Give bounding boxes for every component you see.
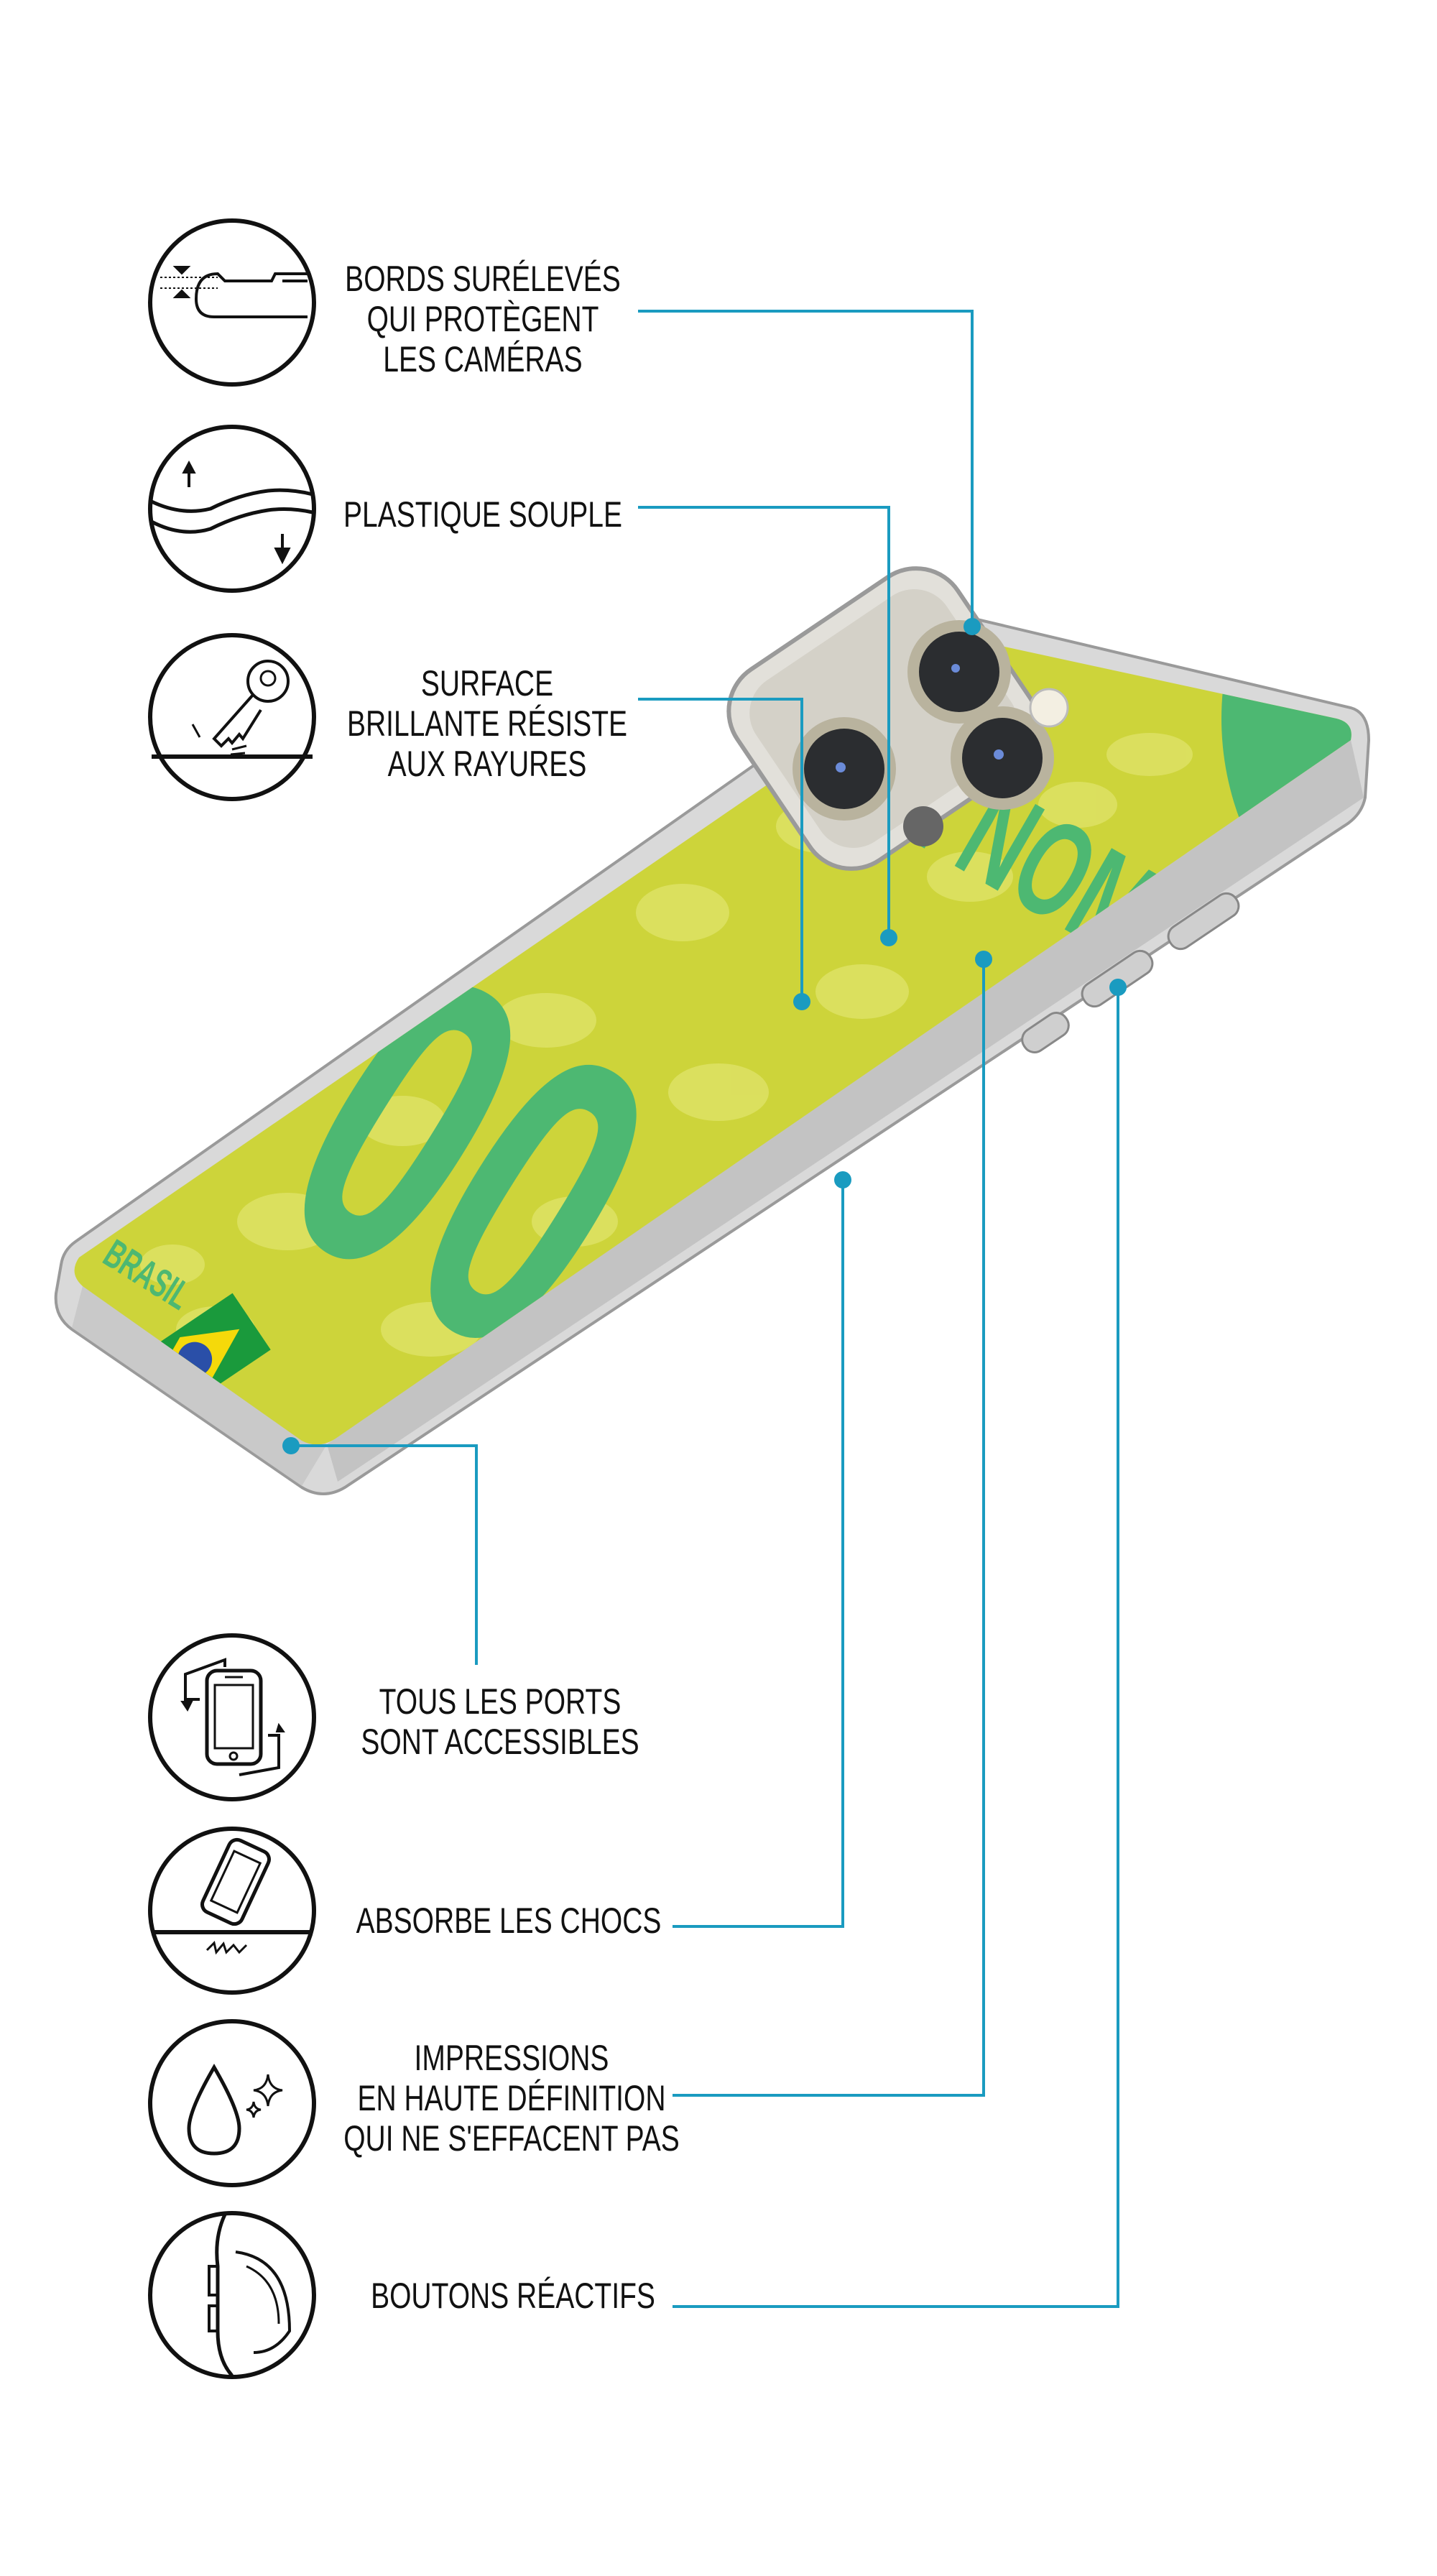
label-line: BOUTONS RÉACTIFS (371, 2276, 655, 2316)
feature-label-buttons: BOUTONS RÉACTIFS (345, 2276, 681, 2316)
feature-label-ports: TOUS LES PORTS SONT ACCESSIBLES (332, 1681, 668, 1762)
camera-lens (951, 706, 1054, 810)
callout-line-raised-edges (638, 310, 974, 627)
green-stripe (1221, 642, 1351, 1006)
raised-edges-icon (148, 218, 316, 387)
callout-dot (964, 618, 981, 635)
label-line: EN HAUTE DÉFINITION (357, 2078, 666, 2118)
label-line: BORDS SURÉLEVÉS (345, 259, 621, 299)
side-button (1167, 892, 1240, 951)
label-line: QUI PROTÈGENT (366, 299, 599, 339)
label-line: QUI NE S'EFFACENT PAS (343, 2118, 680, 2159)
label-line: PLASTIQUE SOUPLE (343, 494, 622, 535)
label-line: LES CAMÉRAS (383, 339, 583, 379)
water-drop-sparkle-icon (148, 2019, 316, 2187)
label-line: IMPRESSIONS (414, 2038, 609, 2078)
camera-lens (907, 620, 1011, 724)
case-side-wall (327, 740, 1364, 1482)
scratch-resistant-key-icon (148, 633, 316, 801)
callout-dot (834, 1171, 851, 1188)
label-line: AUX RAYURES (387, 744, 587, 784)
callout-line-flexible (638, 506, 890, 938)
callout-line-buttons (673, 987, 1119, 2308)
side-button (1021, 1012, 1070, 1053)
label-line: BRILLANTE RÉSISTE (346, 703, 628, 744)
case-bottom-wall (72, 1286, 327, 1486)
callout-line-print (673, 959, 985, 2097)
phone-rotate-ports-icon (148, 1633, 316, 1801)
callout-dots (282, 618, 1127, 1454)
flexible-plastic-icon (148, 425, 316, 593)
label-line: SONT ACCESSIBLES (361, 1722, 639, 1762)
feature-label-hd-print: IMPRESSIONS EN HAUTE DÉFINITION QUI NE S… (343, 2038, 680, 2159)
callout-dot (1109, 979, 1127, 996)
callout-dot (793, 993, 810, 1010)
flash (1029, 688, 1069, 728)
shock-absorb-phone-icon (148, 1827, 316, 1995)
label-line: ABSORBE LES CHOCS (356, 1901, 662, 1941)
label-line: SURFACE (420, 663, 554, 703)
label-line: TOUS LES PORTS (379, 1681, 622, 1722)
callout-line-scratch (638, 698, 803, 1002)
callout-line-ports (291, 1444, 478, 1665)
callout-dot (880, 929, 897, 946)
feature-label-shock: ABSORBE LES CHOCS (341, 1901, 677, 1941)
feature-label-scratch-resistant: SURFACE BRILLANTE RÉSISTE AUX RAYURES (319, 663, 655, 784)
callout-dot (975, 951, 992, 968)
lidar-sensor (903, 806, 943, 846)
callout-lines (291, 310, 1119, 2308)
callout-line-shock (673, 1180, 844, 1928)
feature-label-raised-edges: BORDS SURÉLEVÉS QUI PROTÈGENT LES CAMÉRA… (315, 259, 651, 379)
feature-label-flexible-plastic: PLASTIQUE SOUPLE (315, 494, 651, 535)
camera-lens (793, 717, 896, 821)
callout-dot (282, 1437, 300, 1454)
side-buttons-icon (148, 2211, 316, 2379)
